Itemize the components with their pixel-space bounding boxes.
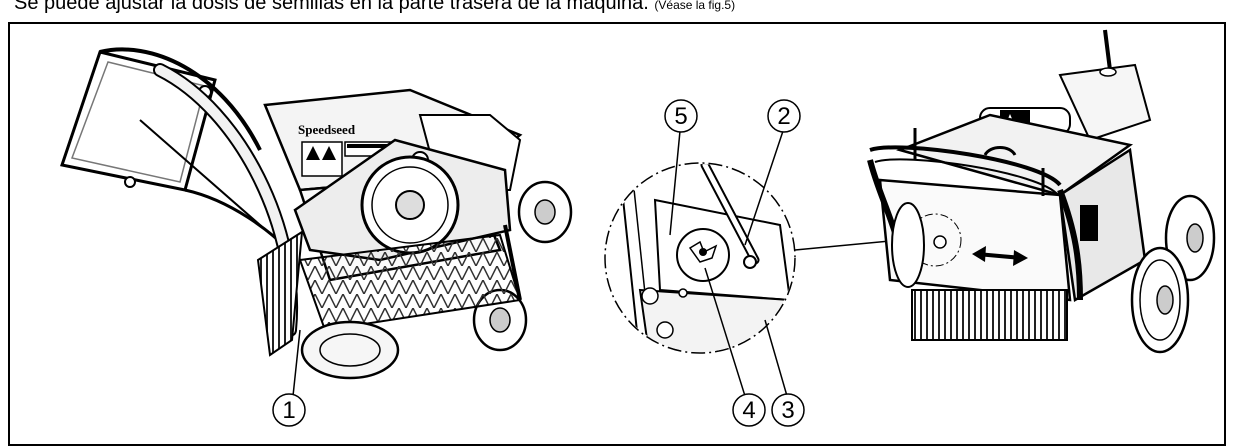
brand-label: Speedseed (298, 122, 356, 137)
figure-caption: Se puede ajustar la dosis de semillas en… (14, 0, 735, 16)
callout-3-label: 3 (781, 397, 794, 424)
callout-4: 4 (704, 267, 766, 427)
callout-3: 3 (764, 319, 805, 427)
callout-5-label: 5 (674, 103, 687, 130)
callout-2: 2 (744, 99, 801, 246)
detail-view (604, 162, 796, 354)
detail-connector-line (794, 239, 901, 251)
caption-figure-ref: (Véase la fig.5) (654, 0, 736, 12)
callout-2-label: 2 (777, 103, 790, 130)
callout-5: 5 (664, 99, 698, 236)
callout-4-label: 4 (742, 397, 755, 424)
left-machine-illustration: Speedseed (60, 47, 573, 380)
caption-text: Se puede ajustar la dosis de semillas en… (14, 0, 649, 14)
callout-1: 1 (272, 329, 306, 427)
figure-frame (8, 22, 1226, 446)
right-machine-illustration (867, 29, 1216, 354)
callout-1-label: 1 (282, 397, 295, 424)
